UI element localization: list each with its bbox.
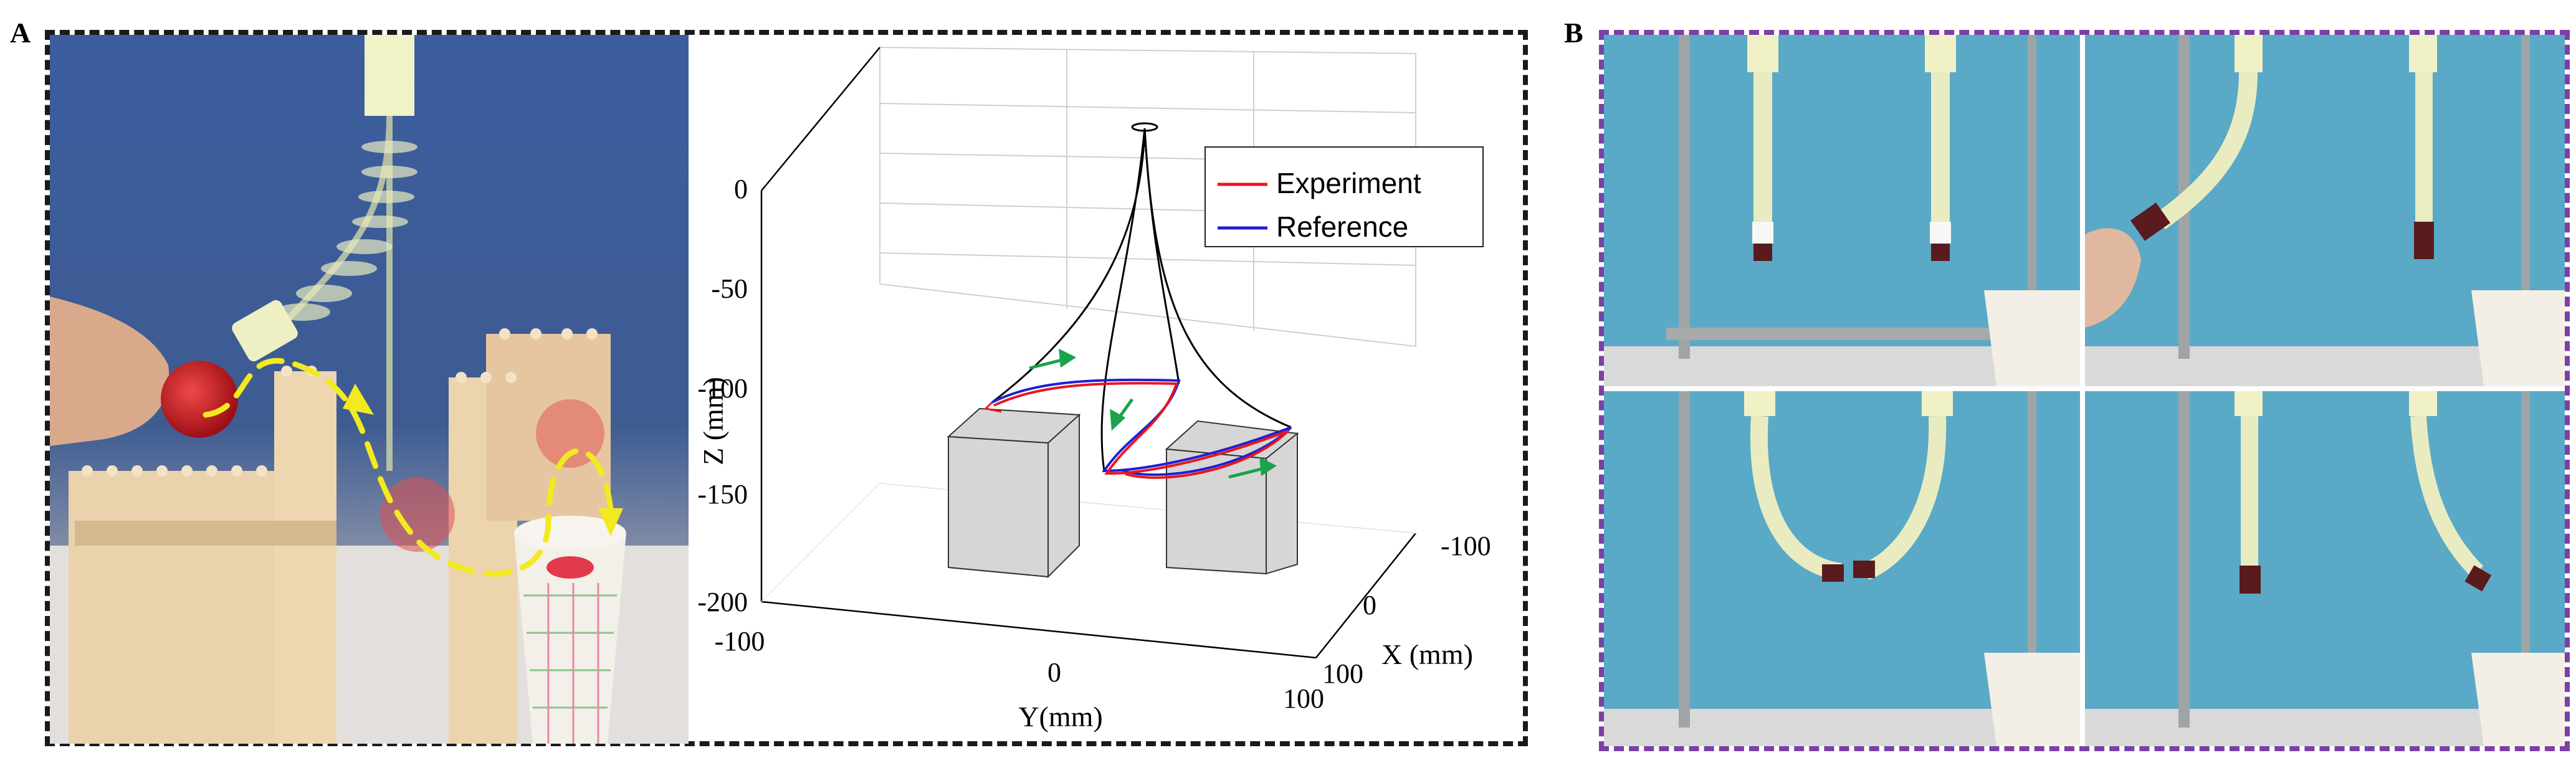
svg-text:100: 100 xyxy=(1283,683,1324,714)
robot-structure-lines xyxy=(991,122,1292,472)
trajectory-3d-plot: 0 -50 -100 -150 -200 Z (mm) -100 0 100 Y… xyxy=(697,47,1491,732)
svg-text:-100: -100 xyxy=(715,626,765,657)
legend-reference: Reference xyxy=(1276,211,1408,243)
x-axis-label: X (mm) xyxy=(1381,638,1473,670)
green-direction-arrow xyxy=(1029,348,1277,479)
svg-text:0: 0 xyxy=(1047,657,1061,688)
svg-text:100: 100 xyxy=(1322,658,1363,689)
gripper-photo-1 xyxy=(1604,35,2080,386)
z-axis-label: Z (mm) xyxy=(697,377,729,465)
panel-b-frame xyxy=(1599,30,2570,751)
svg-text:0: 0 xyxy=(1363,590,1376,620)
svg-text:0: 0 xyxy=(734,174,748,204)
reference-trajectory xyxy=(991,378,1292,476)
panel-label-b: B xyxy=(1564,17,1583,49)
panel-label-a: A xyxy=(10,17,31,49)
gripper-photo-2 xyxy=(2085,35,2565,386)
legend: Experiment Reference xyxy=(1205,146,1484,247)
gripper-photo-3 xyxy=(1604,391,2080,746)
y-axis-label: Y(mm) xyxy=(1018,701,1102,732)
svg-text:-100: -100 xyxy=(697,373,748,404)
z-axis-ticks: 0 -50 -100 -150 -200 xyxy=(697,174,748,617)
legend-experiment: Experiment xyxy=(1276,167,1421,199)
y-axis-ticks: -100 0 100 xyxy=(715,626,1324,714)
svg-text:-50: -50 xyxy=(711,273,748,304)
gripper-photo-4 xyxy=(2085,391,2565,746)
svg-text:-150: -150 xyxy=(697,479,748,510)
experiment-trajectory xyxy=(993,382,1289,479)
svg-text:-200: -200 xyxy=(697,587,748,617)
robot-grasp-photo xyxy=(50,35,689,744)
svg-text:-100: -100 xyxy=(1441,531,1491,561)
yellow-dashed-arrow xyxy=(203,358,614,577)
panel-a-frame xyxy=(45,30,1528,746)
x-axis-ticks: -100 0 100 xyxy=(1322,531,1491,689)
